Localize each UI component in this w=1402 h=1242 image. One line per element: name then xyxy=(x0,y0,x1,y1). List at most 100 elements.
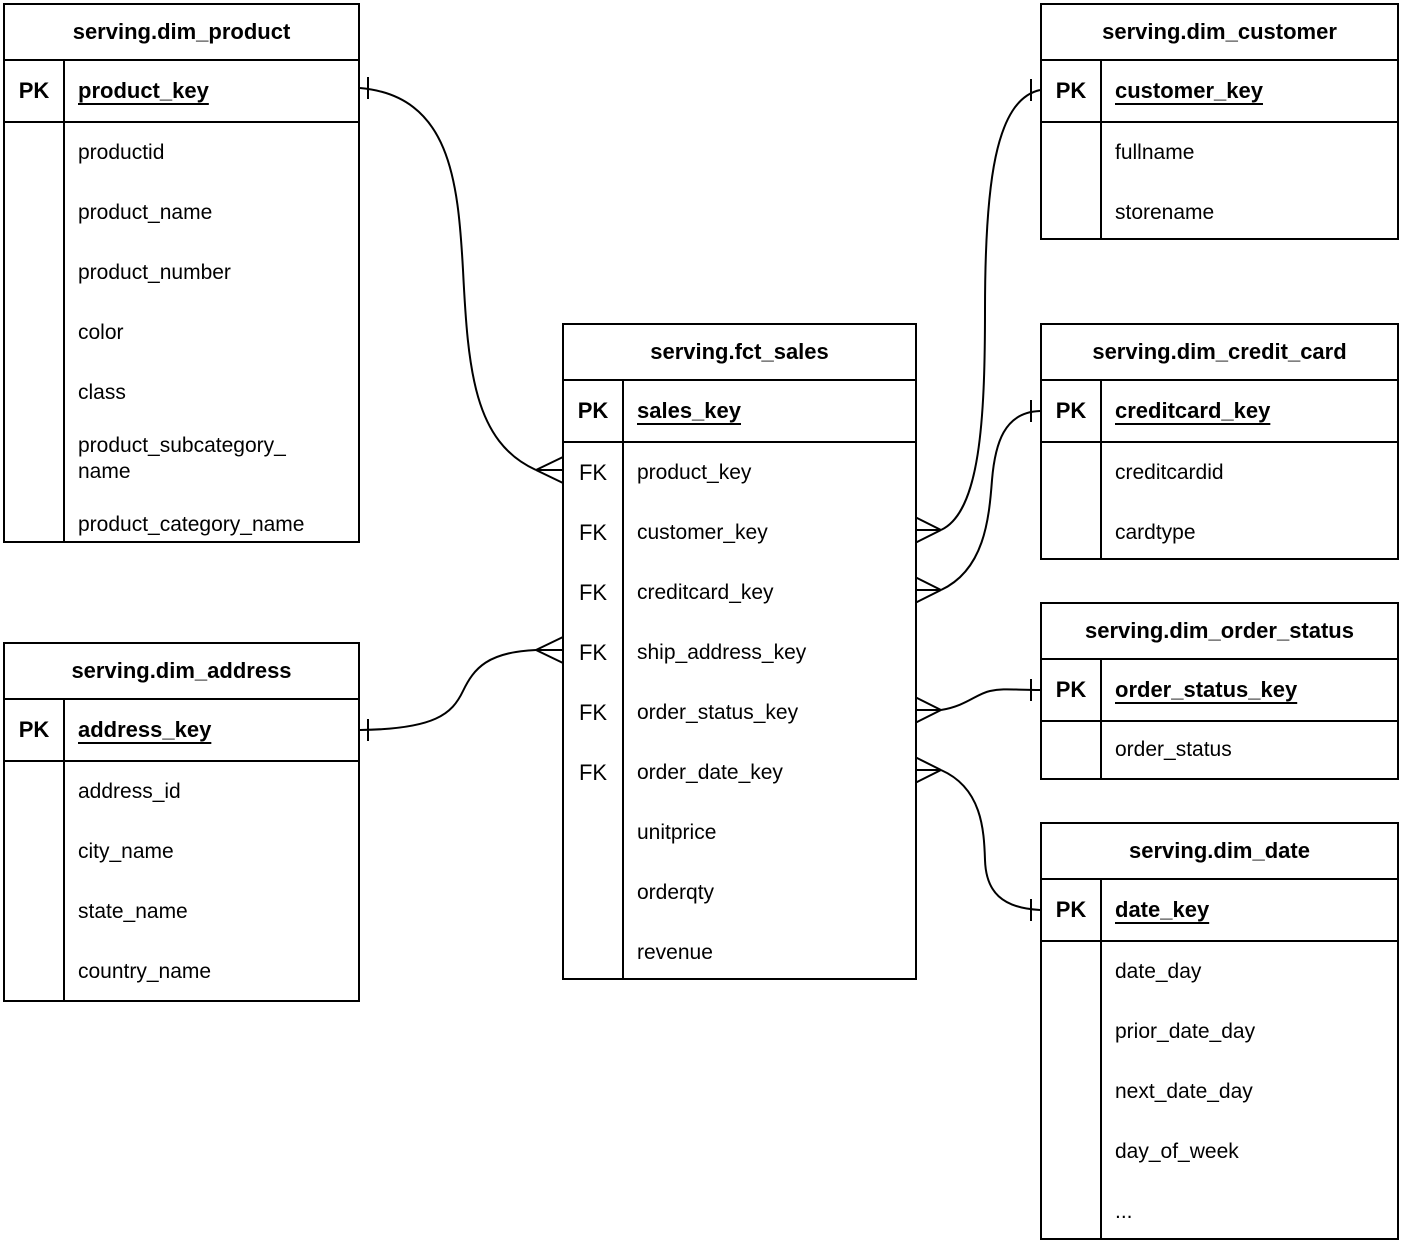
column-name: productid xyxy=(78,140,165,164)
column-name: state_name xyxy=(78,899,188,923)
column-name: product_category_name xyxy=(78,512,305,536)
table-title: serving.dim_credit_card xyxy=(1042,325,1397,381)
many-marker xyxy=(914,576,942,604)
column-name: product_name xyxy=(78,200,213,224)
pk-badge: PK xyxy=(1042,61,1102,121)
table-dim-order-status: serving.dim_order_status PK order_status… xyxy=(1040,602,1399,780)
table-title: serving.dim_order_status xyxy=(1042,604,1397,660)
table-title: serving.dim_product xyxy=(5,5,358,61)
pk-column-name: date_key xyxy=(1115,897,1210,922)
key-column: FK FK FK FK FK FK xyxy=(564,443,624,978)
pk-row: PK order_status_key xyxy=(1042,660,1397,722)
column-list: address_id city_name state_name country_… xyxy=(65,762,358,1000)
pk-row: PK customer_key xyxy=(1042,61,1397,123)
many-marker xyxy=(535,636,564,664)
relationship-fct-sales-dim-credit-card xyxy=(914,400,1041,604)
column-name: city_name xyxy=(78,839,174,863)
column-name: product_key xyxy=(637,460,752,484)
many-marker xyxy=(535,456,564,484)
column-list: productid product_name product_number co… xyxy=(65,123,358,541)
pk-badge: PK xyxy=(5,700,65,760)
column-name: cardtype xyxy=(1115,520,1196,544)
column-list: fullname storename xyxy=(1102,123,1397,238)
column-name: order_status xyxy=(1115,737,1232,761)
column-name: unitprice xyxy=(637,820,717,844)
pk-column-name: order_status_key xyxy=(1115,677,1298,702)
pk-badge: PK xyxy=(5,61,65,121)
pk-column-name: customer_key xyxy=(1115,78,1263,103)
fk-badge: FK xyxy=(578,520,608,545)
column-name: date_day xyxy=(1115,959,1202,983)
column-name: color xyxy=(78,320,124,344)
column-list: order_status xyxy=(1102,722,1397,778)
connector-path xyxy=(940,89,1041,531)
key-column xyxy=(1042,942,1102,1238)
key-column xyxy=(5,123,65,541)
pk-column-name: product_key xyxy=(78,78,209,103)
pk-row: PK sales_key xyxy=(564,381,915,443)
fk-badge: FK xyxy=(578,700,608,725)
relationship-fct-sales-dim-order-status xyxy=(914,679,1041,724)
column-name: order_date_key xyxy=(637,760,783,784)
key-column xyxy=(1042,722,1102,778)
column-name: day_of_week xyxy=(1115,1139,1239,1163)
key-column xyxy=(1042,123,1102,238)
column-name: product_subcategory_ name xyxy=(78,433,286,483)
column-name: customer_key xyxy=(637,520,768,544)
column-name: country_name xyxy=(78,959,212,983)
table-dim-date: serving.dim_date PK date_key date_day pr… xyxy=(1040,822,1399,1240)
pk-badge: PK xyxy=(1042,880,1102,940)
many-marker xyxy=(914,756,942,784)
fk-badge: FK xyxy=(578,640,608,665)
pk-row: PK address_key xyxy=(5,700,358,762)
relationship-dim-address-fct-sales xyxy=(359,636,564,741)
pk-badge: PK xyxy=(1042,381,1102,441)
connector-path xyxy=(940,410,1041,591)
column-name: product_number xyxy=(78,260,231,284)
relationship-fct-sales-dim-date xyxy=(914,756,1041,921)
fk-badge: FK xyxy=(578,580,608,605)
table-title: serving.fct_sales xyxy=(564,325,915,381)
pk-row: PK date_key xyxy=(1042,880,1397,942)
relationship-fct-sales-dim-customer xyxy=(914,79,1041,544)
column-name: address_id xyxy=(78,779,181,803)
connector-path xyxy=(940,688,1041,711)
pk-column-name: creditcard_key xyxy=(1115,398,1271,423)
pk-badge: PK xyxy=(564,381,624,441)
pk-column-name: sales_key xyxy=(637,398,741,423)
relationship-dim-product-fct-sales xyxy=(359,77,564,484)
pk-row: PK creditcard_key xyxy=(1042,381,1397,443)
column-name: fullname xyxy=(1115,140,1195,164)
column-list: creditcardid cardtype xyxy=(1102,443,1397,558)
table-title: serving.dim_customer xyxy=(1042,5,1397,61)
table-dim-address: serving.dim_address PK address_key addre… xyxy=(3,642,360,1002)
fk-badge: FK xyxy=(578,460,608,485)
table-title: serving.dim_address xyxy=(5,644,358,700)
many-marker xyxy=(914,696,942,724)
column-name: revenue xyxy=(637,940,713,964)
column-name: ... xyxy=(1115,1199,1133,1223)
column-name: creditcard_key xyxy=(637,580,774,604)
connector-path xyxy=(940,769,1041,911)
fk-badge: FK xyxy=(578,760,608,785)
table-title: serving.dim_date xyxy=(1042,824,1397,880)
column-name: orderqty xyxy=(637,880,715,904)
pk-badge: PK xyxy=(1042,660,1102,720)
table-dim-product: serving.dim_product PK product_key produ… xyxy=(3,3,360,543)
column-name: order_status_key xyxy=(637,700,799,724)
column-name: class xyxy=(78,380,126,404)
connector-path xyxy=(359,649,537,731)
pk-column-name: address_key xyxy=(78,717,212,742)
table-dim-customer: serving.dim_customer PK customer_key ful… xyxy=(1040,3,1399,240)
key-column xyxy=(1042,443,1102,558)
pk-row: PK product_key xyxy=(5,61,358,123)
column-name: ship_address_key xyxy=(637,640,807,664)
column-name: creditcardid xyxy=(1115,460,1224,484)
column-list: date_day prior_date_day next_date_day da… xyxy=(1102,942,1397,1238)
column-name: next_date_day xyxy=(1115,1079,1253,1103)
key-column xyxy=(5,762,65,1000)
column-name: storename xyxy=(1115,200,1215,224)
column-list: product_key customer_key creditcard_key … xyxy=(624,443,915,978)
column-name: prior_date_day xyxy=(1115,1019,1256,1043)
